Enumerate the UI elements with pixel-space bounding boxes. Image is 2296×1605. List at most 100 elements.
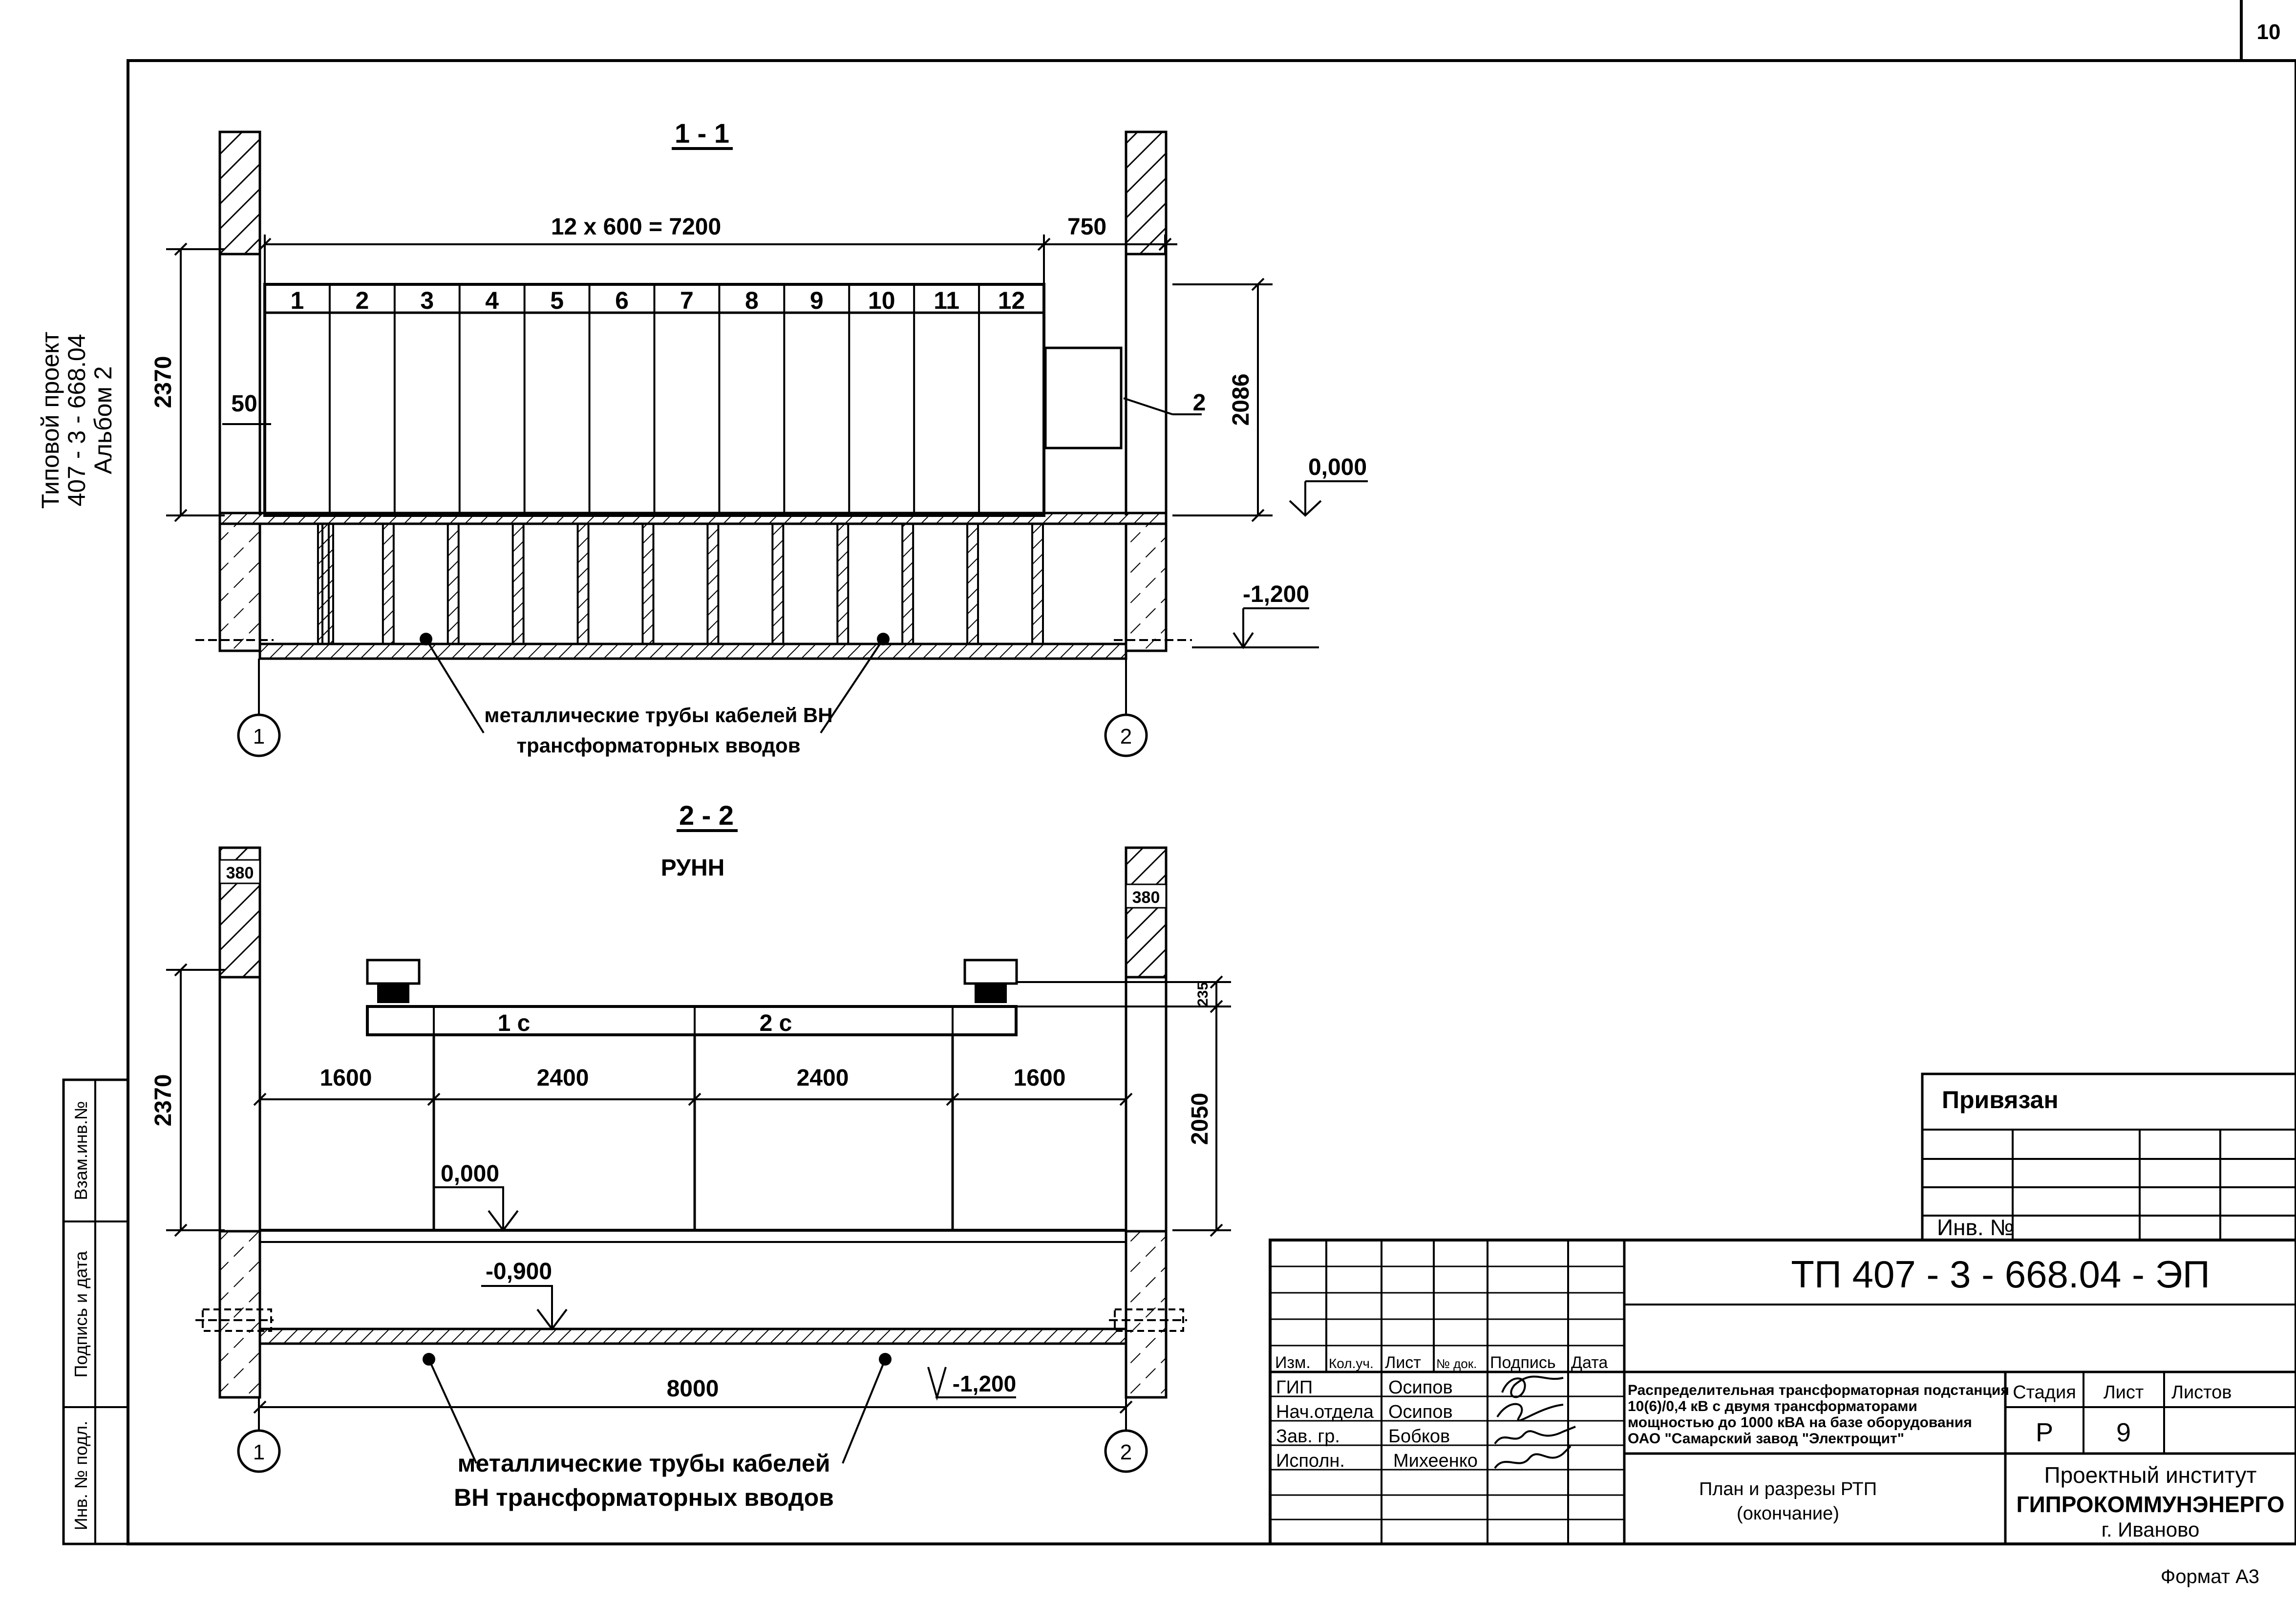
- channel-rib: [321, 523, 334, 645]
- cabinet-number: 2: [355, 287, 369, 314]
- name-4: Михеенко: [1393, 1451, 1478, 1471]
- channel-rib: [901, 523, 914, 645]
- right-wall-upper: [1125, 130, 1168, 256]
- object-line-3: мощностью до 1000 кВА на базе оборудован…: [1628, 1414, 1972, 1431]
- height-left-label: 2370: [150, 1074, 176, 1127]
- channel-rib: [1031, 523, 1044, 645]
- header-signature: Подпись: [1490, 1353, 1556, 1372]
- pipe-note-line-2: трансформаторных вводов: [516, 734, 800, 757]
- channel-rib: [446, 523, 460, 645]
- left-wall-upper: [218, 130, 261, 256]
- role-dept-head: Нач.отдела: [1276, 1402, 1374, 1422]
- cabinet-number: 4: [485, 287, 499, 314]
- change-header: Изм. Кол.уч. Лист № док. Подпись Дата: [1275, 1353, 1608, 1372]
- level-mid-label: -0,900: [486, 1259, 552, 1284]
- object-line-2: 10(6)/0,4 кВ с двумя трансформаторами: [1628, 1398, 1917, 1414]
- org-line-3: г. Иваново: [2102, 1518, 2200, 1541]
- level-zero-label: 0,000: [1308, 454, 1367, 480]
- bound-label: Привязан: [1942, 1086, 2059, 1113]
- side-title-line-1: Типовой проект: [37, 332, 64, 509]
- door-panel: [1044, 346, 1123, 449]
- cabinet-number: 9: [810, 287, 824, 314]
- section-2-vertical-dims: [166, 963, 1231, 1414]
- header-count: Кол.уч.: [1329, 1356, 1374, 1371]
- wall-thickness-right-box: [1125, 883, 1167, 909]
- axis-1-label: 1: [253, 725, 265, 749]
- level-zero-label: 0,000: [441, 1161, 499, 1187]
- section-2-2: 2 - 2 РУНН 380 380 1 с 2 с: [150, 800, 1231, 1511]
- callout-2: 2: [1193, 390, 1206, 416]
- span-label: 12 х 600 = 7200: [551, 214, 721, 240]
- sheet-value: 9: [2116, 1418, 2131, 1447]
- top-dim-label: 235: [1195, 982, 1211, 1006]
- span-8000-label: 8000: [667, 1376, 719, 1402]
- height-right-label: 2050: [1187, 1093, 1213, 1145]
- inv-label: Инв. №: [1937, 1215, 2014, 1240]
- cabinet-number: 11: [934, 287, 959, 314]
- pipe-note-line-1: металлические трубы кабелей ВН: [484, 704, 832, 727]
- axis-1-label: 1: [253, 1440, 265, 1464]
- name-2: Осипов: [1388, 1402, 1453, 1422]
- channel-rib: [382, 523, 395, 645]
- right-foundation: [1125, 522, 1168, 652]
- object-line-1: Распределительная трансформаторная подст…: [1628, 1382, 2009, 1398]
- channel-rib: [641, 523, 655, 645]
- stamp-signature-date: Подпись и дата: [71, 1251, 91, 1378]
- cabinet-number: 3: [420, 287, 434, 314]
- channel-floor: [258, 1327, 1127, 1345]
- dim-2400-left: 2400: [537, 1065, 589, 1091]
- channel-rib: [771, 523, 785, 645]
- section-2-dims-ticks: [253, 1092, 1133, 1106]
- section-2-title: 2 - 2: [679, 800, 734, 831]
- handwritten-signatures: [1494, 1375, 1576, 1469]
- role-executor: Исполн.: [1276, 1451, 1345, 1471]
- busbar-bridge: [366, 1005, 1018, 1036]
- height-right-label: 2086: [1228, 374, 1254, 426]
- side-title: Типовой проект 407 - 3 - 668.04 Альбом 2: [37, 332, 117, 509]
- offset-label: 50: [231, 391, 257, 417]
- stamp-original-inv: Инв. № подл.: [71, 1421, 91, 1530]
- object-line-4: ОАО "Самарский завод "Электрощит": [1628, 1431, 1904, 1447]
- wall-thickness-left: 380: [226, 864, 254, 882]
- sheet-label: Лист: [2104, 1382, 2144, 1403]
- wall-thickness-right: 380: [1132, 888, 1160, 907]
- object-description: Распределительная трансформаторная подст…: [1628, 1382, 2009, 1447]
- name-1: Осипов: [1388, 1377, 1453, 1398]
- cabinet-number: 8: [745, 287, 759, 314]
- pipe-note-line-1: металлические трубы кабелей: [458, 1450, 830, 1477]
- cabinet-number: 7: [680, 287, 694, 314]
- cabinet-number: 10: [868, 287, 895, 314]
- level-floor-label: -1,200: [1243, 581, 1309, 607]
- side-title-line-3: Альбом 2: [89, 366, 117, 474]
- side-stamp: Взам.инв.№ Подпись и дата Инв. № подл.: [62, 1078, 129, 1545]
- header-change: Изм.: [1275, 1353, 1311, 1372]
- axis-2-label: 2: [1120, 1440, 1132, 1464]
- stage-value: Р: [2036, 1418, 2053, 1447]
- header-date: Дата: [1571, 1353, 1608, 1372]
- channel-rib: [836, 523, 850, 645]
- main-title-grid: [1269, 1239, 2296, 1545]
- cabinet-number: 6: [615, 287, 629, 314]
- wall-thickness-left-box: [219, 859, 261, 884]
- role-group-head: Зав. гр.: [1276, 1426, 1340, 1447]
- left-foundation: [218, 522, 261, 652]
- title-block: Привязан Инв. №: [1269, 1072, 2296, 1545]
- cabinet-number: 1: [291, 287, 304, 314]
- height-left-label: 2370: [150, 356, 176, 408]
- busbar-section-2: 2 с: [760, 1010, 792, 1036]
- cabinet-number: 12: [998, 287, 1025, 314]
- org-line-2: ГИПРОКОММУНЭНЕРГО: [2017, 1492, 2285, 1517]
- cabinet-number: 5: [550, 287, 564, 314]
- name-3: Бобков: [1388, 1426, 1450, 1447]
- project-code: ТП 407 - 3 - 668.04 - ЭП: [1791, 1253, 2210, 1296]
- side-title-line-2: 407 - 3 - 668.04: [63, 334, 90, 506]
- section-2-subtitle: РУНН: [661, 855, 725, 881]
- signatories: ГИП Нач.отдела Зав. гр. Исполн. Осипов О…: [1276, 1377, 1478, 1471]
- page-number: 10: [2257, 20, 2281, 44]
- cabinet-dividers: [328, 284, 980, 515]
- stamp-replace-inv: Взам.инв.№: [71, 1101, 91, 1200]
- dim-2400-right: 2400: [797, 1065, 849, 1091]
- insulator-right: [963, 959, 1018, 1003]
